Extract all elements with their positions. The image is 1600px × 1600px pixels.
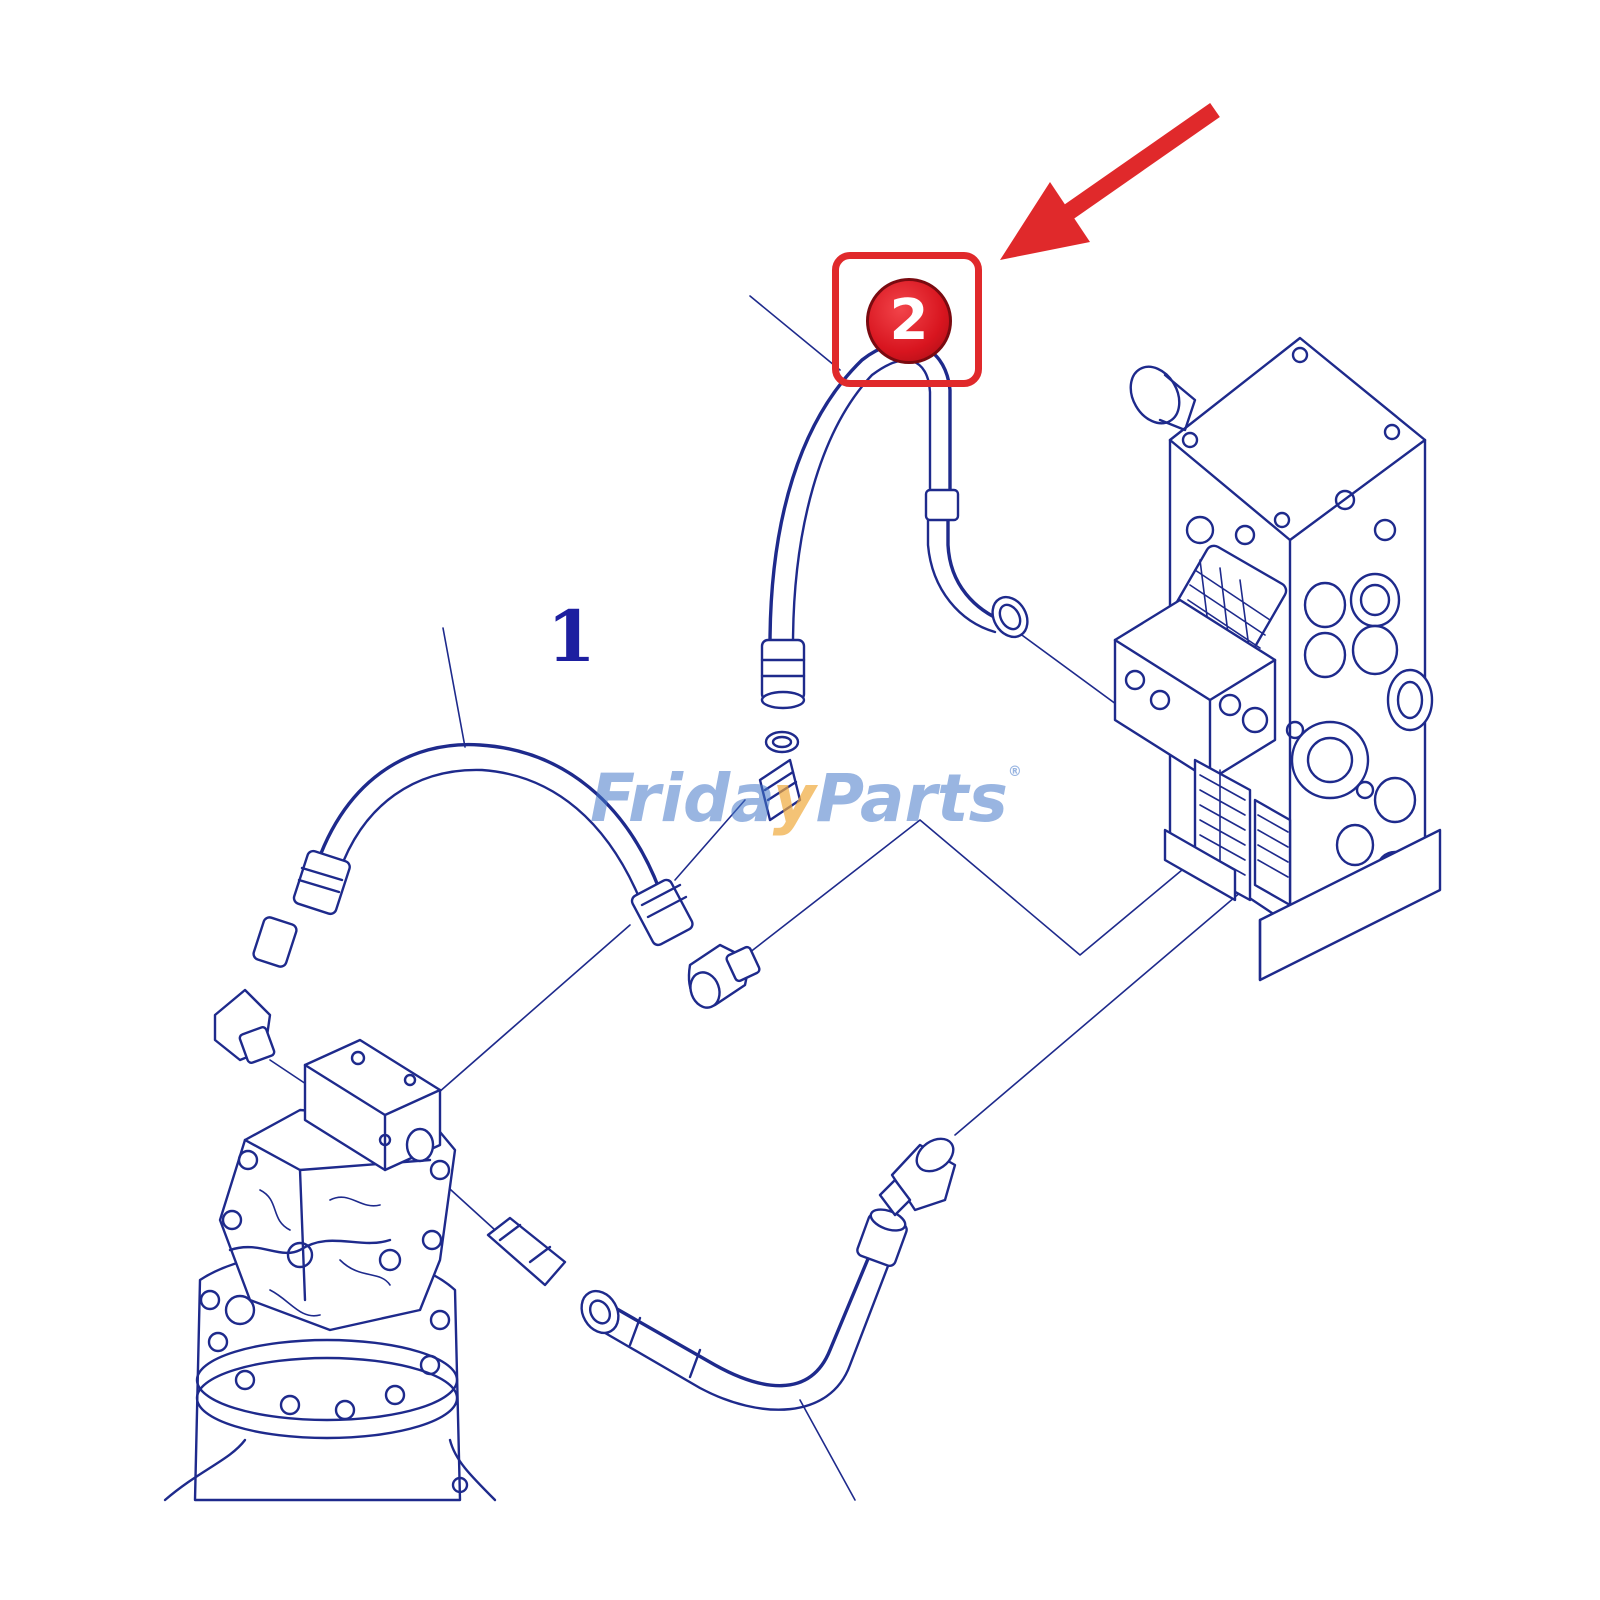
watermark-text-c: Parts bbox=[815, 760, 1008, 837]
watermark-text-b: y bbox=[772, 760, 816, 837]
leader-lines bbox=[269, 295, 1256, 1501]
leader-line-part-1 bbox=[442, 627, 466, 748]
hose-1-left-fitting bbox=[292, 849, 351, 916]
leader-line-bottom-hose bbox=[799, 1399, 856, 1501]
highlight-box bbox=[832, 252, 982, 387]
connection-line-a bbox=[739, 819, 1231, 961]
o-ring bbox=[764, 730, 800, 754]
valve-block bbox=[1113, 336, 1442, 982]
motor-port-fitting bbox=[486, 1216, 567, 1287]
swing-motor bbox=[163, 1038, 567, 1502]
watermark-text-a: Frida bbox=[590, 760, 773, 837]
bottom-hose bbox=[580, 1137, 957, 1411]
connection-line-d bbox=[429, 924, 631, 1101]
numbered-callout-icon: 2 bbox=[866, 278, 952, 364]
hose-part-1 bbox=[213, 742, 761, 1064]
leader-line-part-2 bbox=[749, 295, 841, 371]
hose-fitting-sleeve bbox=[924, 488, 960, 522]
hose-part-2 bbox=[758, 341, 1029, 822]
connection-line-c bbox=[674, 799, 746, 881]
hose-1-right-fitting bbox=[630, 878, 694, 947]
red-arrow-icon bbox=[1000, 103, 1220, 260]
part-number-1-label: 1 bbox=[547, 595, 596, 678]
watermark-registered-mark: ® bbox=[1007, 764, 1022, 780]
hose-end-fitting bbox=[991, 595, 1029, 639]
watermark: FridayParts® bbox=[590, 760, 1022, 837]
small-sleeve bbox=[252, 916, 298, 968]
connection-line-e bbox=[954, 879, 1256, 1136]
